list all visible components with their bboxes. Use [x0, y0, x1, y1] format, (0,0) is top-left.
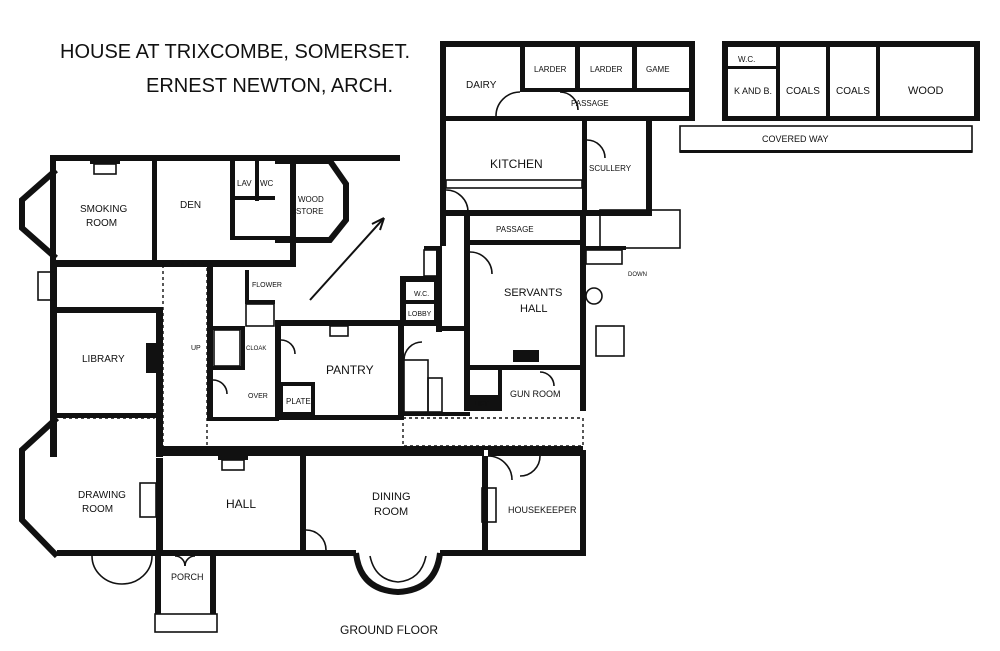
label-passage-top: PASSAGE [571, 99, 609, 108]
label-coals-2: COALS [836, 86, 870, 97]
label-wood-store-2: STORE [296, 207, 323, 216]
label-servants-hall-2: HALL [520, 303, 548, 315]
label-up: UP [191, 345, 201, 352]
label-coals-1: COALS [786, 86, 820, 97]
label-gun-room: GUN ROOM [510, 389, 561, 399]
label-drawing-room-1: DRAWING [78, 490, 126, 501]
label-cloak: CLOAK [246, 346, 266, 352]
label-wood: WOOD [908, 85, 943, 97]
label-wood-store-1: WOOD [298, 195, 324, 204]
label-larder-2: LARDER [590, 65, 623, 74]
label-larder-1: LARDER [534, 65, 567, 74]
label-drawing-room-2: ROOM [82, 504, 113, 515]
title-line-2: ERNEST NEWTON, ARCH. [146, 75, 393, 97]
label-flowers: FLOWER [252, 282, 282, 289]
label-dining-room-2: ROOM [374, 506, 408, 518]
label-scullery: SCULLERY [589, 164, 632, 173]
label-servants-hall-1: SERVANTS [504, 287, 562, 299]
room-labels: DAIRY LARDER LARDER GAME PASSAGE W.C. K … [78, 55, 943, 582]
label-covered-way: COVERED WAY [762, 134, 829, 144]
label-lav: LAV [237, 179, 252, 188]
label-game: GAME [646, 65, 670, 74]
label-kitchen: KITCHEN [490, 157, 543, 171]
label-lobby: LOBBY [408, 311, 432, 318]
label-housekeeper: HOUSEKEEPER [508, 505, 577, 515]
caption-ground-floor: GROUND FLOOR [340, 623, 438, 637]
label-porch: PORCH [171, 572, 204, 582]
outbuildings [679, 41, 980, 153]
label-wc-outbuilding: W.C. [738, 55, 755, 64]
label-cloak-over: OVER [248, 393, 268, 400]
label-passage-mid: PASSAGE [496, 225, 534, 234]
label-library: LIBRARY [82, 354, 125, 365]
service-wing-top [440, 41, 695, 121]
title-line-1: HOUSE AT TRIXCOMBE, SOMERSET. [60, 41, 410, 63]
servants-wing [464, 216, 626, 411]
label-wc-lobby: W.C. [414, 291, 429, 298]
kitchen-block [440, 116, 681, 249]
label-dining-room-1: DINING [372, 491, 411, 503]
label-smoking-room-1: SMOKING [80, 204, 127, 215]
label-pantry: PANTRY [326, 363, 374, 377]
label-wc: WC [260, 179, 274, 188]
label-smoking-room-2: ROOM [86, 218, 117, 229]
label-lift: LIFT [474, 401, 489, 408]
label-den: DEN [180, 200, 201, 211]
label-k-and-b: K AND B. [734, 86, 772, 96]
label-dairy: DAIRY [466, 80, 497, 91]
label-down: DOWN [628, 272, 647, 278]
label-plate: PLATE [286, 397, 311, 406]
main-house-walls [19, 155, 586, 633]
label-hall: HALL [226, 497, 256, 511]
